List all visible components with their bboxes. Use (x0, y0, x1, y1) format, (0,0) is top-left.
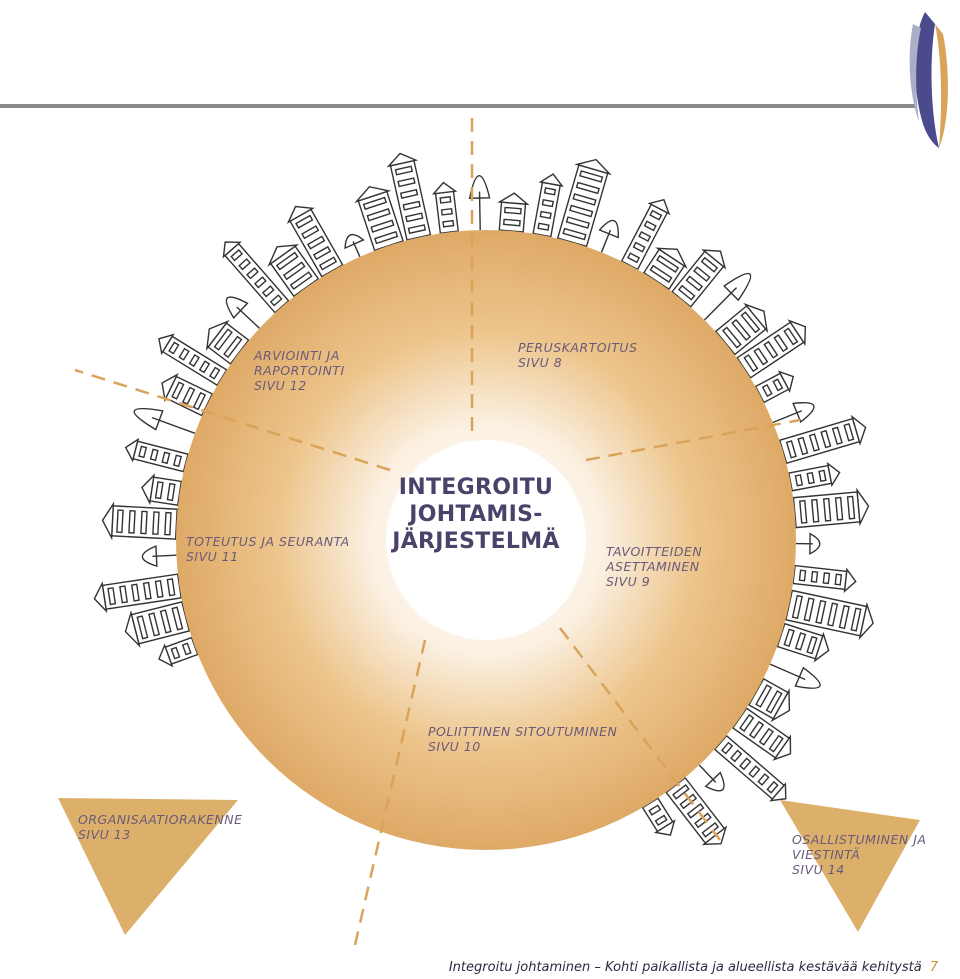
town-element (124, 601, 191, 649)
town-element (698, 764, 725, 792)
town-element (598, 219, 619, 253)
town-element (620, 198, 671, 271)
corner-label: VIESTINTÄ (792, 847, 861, 862)
town-element (792, 564, 857, 594)
town-element (795, 532, 821, 555)
segment-tavoitteiden: TAVOITTEIDEN ASETTAMINEN SIVU 9 (606, 544, 702, 589)
town-element (788, 461, 841, 492)
segment-poliittinen: POLIITTINEN SITOUTUMINEN SIVU 10 (428, 724, 617, 754)
segment-peruskartoitus: PERUSKARTOITUS SIVU 8 (518, 340, 638, 370)
town-element (736, 319, 807, 379)
town-element (141, 473, 183, 506)
town-element (158, 636, 199, 668)
segment-label: TOTEUTUS JA SEURANTA (186, 534, 350, 549)
segment-arviointi: ARVIOINTI JA RAPORTOINTI SIVU 12 (254, 348, 345, 393)
corner-label: OSALLISTUMINEN JA (792, 832, 927, 847)
header-rule (0, 104, 915, 108)
town-element (703, 272, 752, 321)
segment-label: POLIITTINEN SITOUTUMINEN (428, 724, 618, 739)
center-title-line: JOHTAMIS- (409, 502, 543, 527)
center-title-line: JÄRJESTELMÄ (392, 529, 560, 554)
segment-page: SIVU 10 (428, 739, 481, 754)
segment-page: SIVU 12 (254, 378, 307, 393)
town-element (344, 233, 365, 258)
divider-right (585, 418, 801, 462)
town-element (776, 622, 830, 663)
town-element (747, 677, 791, 723)
town-drawing-icon (93, 152, 874, 846)
town-element (286, 205, 344, 278)
town-element (225, 296, 261, 329)
town-element (772, 402, 815, 424)
footer: Integroitu johtaminen – Kohti paikallist… (449, 960, 938, 975)
town-element (754, 370, 795, 404)
center-title-line: INTEGROITU (398, 475, 554, 500)
triangle-left (58, 798, 238, 935)
town-element (93, 573, 183, 614)
center-title: INTEGROITU JOHTAMIS- JÄRJESTELMÄ (376, 474, 576, 555)
segment-page: SIVU 9 (606, 574, 651, 589)
town-element (665, 776, 728, 846)
corner-organisaatio: ORGANISAATIORAKENNE SIVU 13 (78, 812, 243, 842)
divider-left (74, 368, 391, 472)
town-element (354, 185, 404, 252)
town-element (267, 244, 320, 298)
town-element (731, 707, 792, 761)
segment-page: SIVU 8 (518, 355, 563, 370)
town-element (778, 414, 867, 465)
corner-osallistuminen: OSALLISTUMINEN JA VIESTINTÄ SIVU 14 (792, 832, 926, 877)
segment-dividers (74, 118, 801, 946)
town-element (101, 501, 178, 541)
corner-page: SIVU 13 (78, 827, 131, 842)
divider-bottom-left (353, 639, 427, 946)
triangle-right (780, 800, 920, 932)
town-element (769, 663, 821, 689)
corner-label: ORGANISAATIORAKENNE (78, 812, 243, 827)
segment-label: RAPORTOINTI (254, 363, 345, 378)
town-element (497, 192, 530, 233)
page-number: 7 (929, 960, 938, 975)
segment-label: ARVIOINTI JA (254, 348, 340, 363)
footer-text: Integroitu johtaminen – Kohti paikallist… (448, 960, 922, 975)
segment-label: PERUSKARTOITUS (518, 340, 638, 355)
town-element (714, 302, 769, 356)
segment-page: SIVU 11 (186, 549, 239, 564)
segment-label: ASETTAMINEN (606, 559, 700, 574)
segment-toteutus: TOTEUTUS JA SEURANTA SIVU 11 (186, 534, 350, 564)
town-element (713, 734, 787, 802)
town-element (792, 487, 870, 529)
town-element (642, 247, 688, 291)
segment-label: TAVOITTEIDEN (606, 544, 703, 559)
logo-icon (909, 12, 948, 148)
town-element (124, 437, 189, 473)
corner-page: SIVU 14 (792, 862, 845, 877)
town-element (161, 373, 214, 417)
town-element (133, 407, 196, 434)
town-element (431, 181, 460, 235)
town-element (556, 158, 612, 248)
town-element (532, 173, 564, 238)
inner-circle (386, 440, 586, 640)
town-element (141, 545, 177, 568)
